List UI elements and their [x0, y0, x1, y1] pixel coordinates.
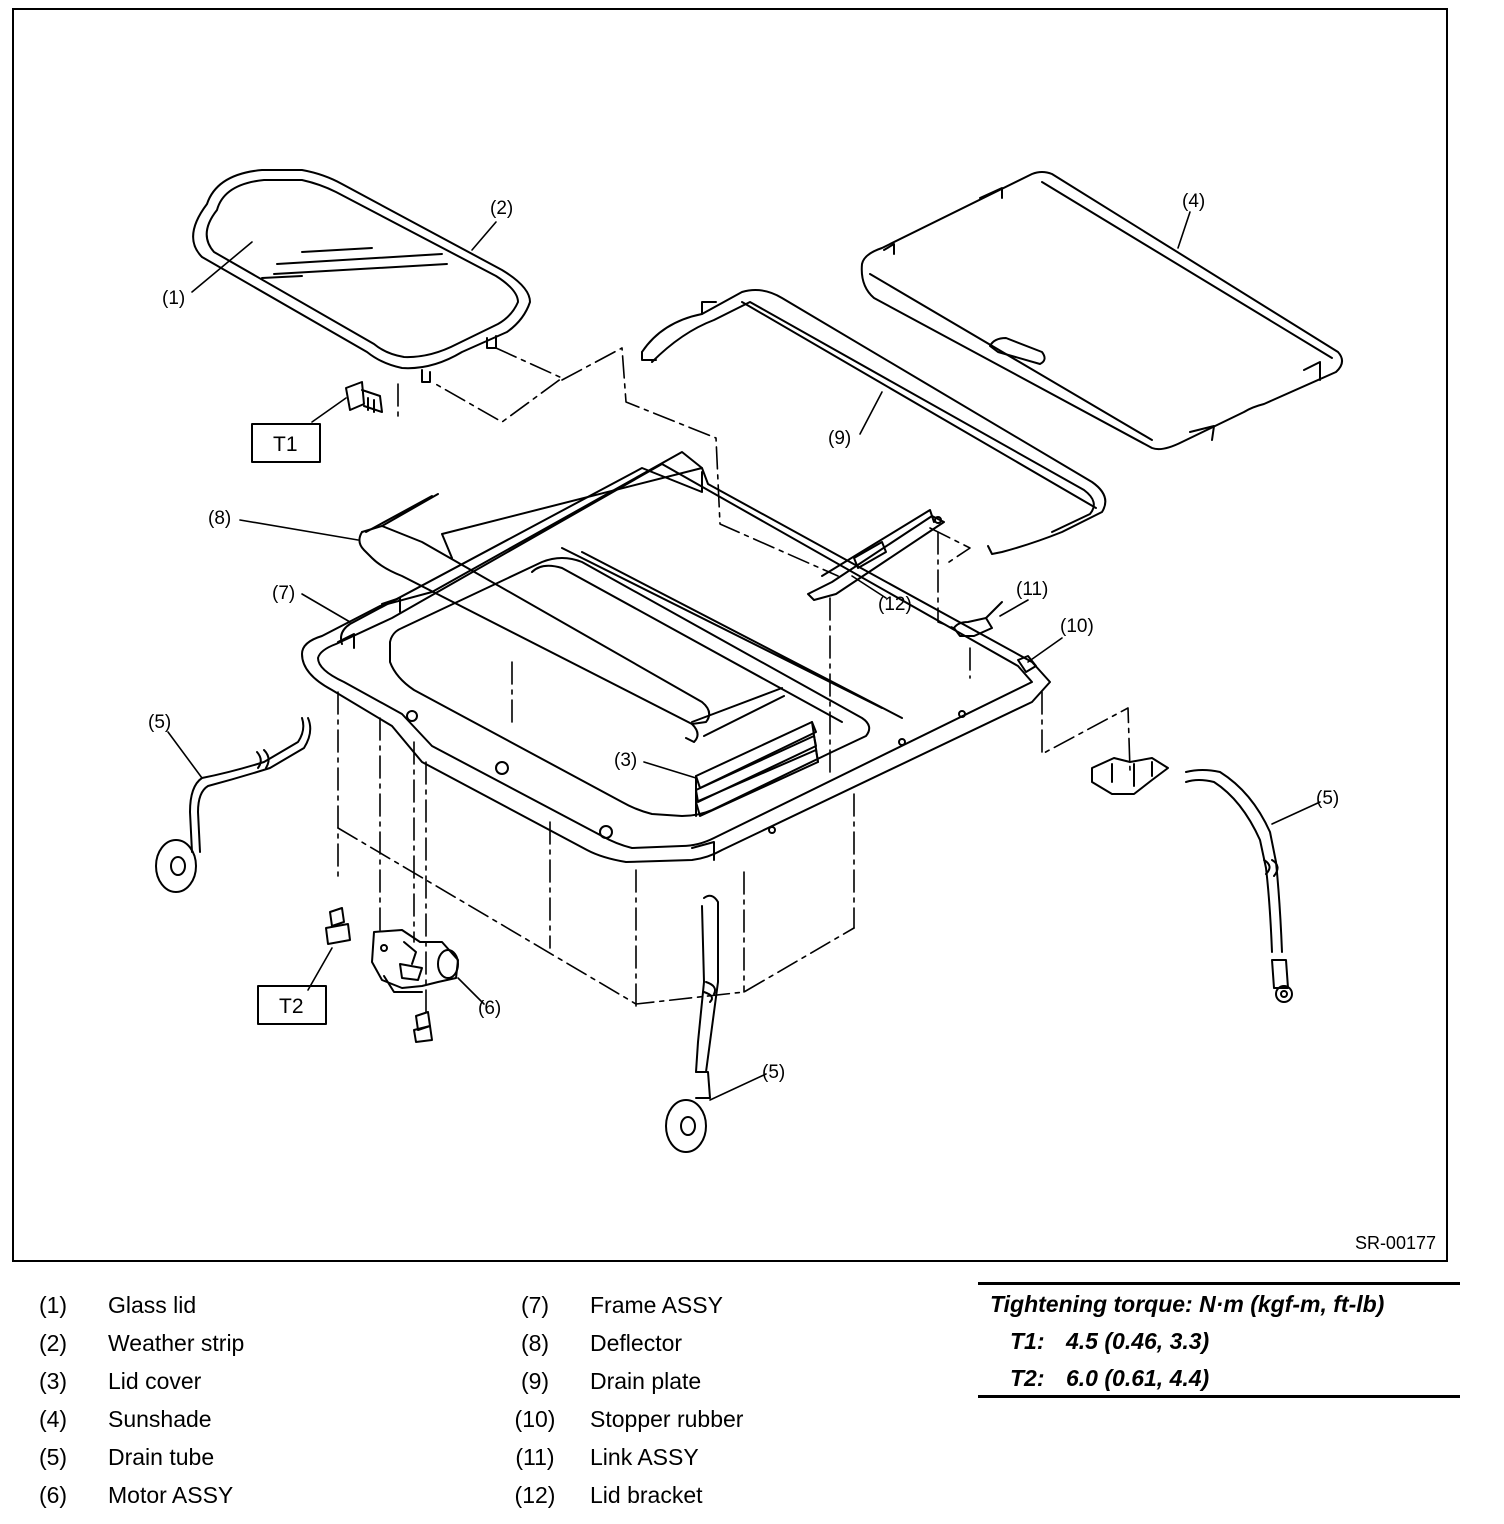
- legend-number: (10): [514, 1406, 556, 1432]
- legend-number: (3): [38, 1368, 68, 1394]
- callout-9: (9): [828, 428, 851, 449]
- legend-label: Frame ASSY: [590, 1292, 723, 1318]
- torque-value: 4.5 (0.46, 3.3): [1066, 1328, 1210, 1354]
- diagram-frame: (1) (2) (4) (9) (8) (7) (12) (11) (10) (…: [12, 8, 1448, 1262]
- callout-10: (10): [1060, 616, 1094, 637]
- torque-row: T1: 4.5 (0.46, 3.3): [1010, 1328, 1209, 1355]
- legend-number: (2): [38, 1330, 68, 1356]
- legend-left-column: (1) Glass lid (2) Weather strip (3) Lid cov…: [18, 1286, 458, 1514]
- legend-item: (12) Lid bracket: [500, 1476, 940, 1514]
- bolt-t2: [325, 907, 433, 1043]
- guide-bracket-part: [1091, 757, 1169, 795]
- legend-number: (11): [515, 1444, 555, 1470]
- frame-assy-part: [301, 451, 1051, 863]
- legend-label: Glass lid: [108, 1292, 197, 1318]
- torque-value: 6.0 (0.61, 4.4): [1066, 1365, 1210, 1391]
- legend-number: (6): [38, 1482, 68, 1508]
- drain-tube-right: [1185, 769, 1293, 1003]
- callout-5-left: (5): [148, 712, 171, 733]
- legend-item: (2) Weather strip: [18, 1324, 458, 1362]
- callout-8: (8): [208, 508, 231, 529]
- legend-item: (1) Glass lid: [18, 1286, 458, 1324]
- leader-dashes: [337, 347, 1131, 1013]
- t2-tag-box: [257, 985, 327, 1025]
- glass-lid-part: [192, 169, 531, 383]
- motor-assy-part: [371, 929, 459, 993]
- legend-item: (9) Drain plate: [500, 1362, 940, 1400]
- legend-item: (7) Frame ASSY: [500, 1286, 940, 1324]
- legend-item: (11) Link ASSY: [500, 1438, 940, 1476]
- legend-label: Deflector: [590, 1330, 683, 1356]
- callout-11: (11): [1016, 579, 1048, 600]
- legend-label: Lid cover: [108, 1368, 202, 1394]
- callout-1: (1): [162, 288, 185, 309]
- legend-label: Stopper rubber: [590, 1406, 744, 1432]
- drain-tube-bottom: [665, 894, 719, 1153]
- exploded-diagram: (1) (2) (4) (9) (8) (7) (12) (11) (10) (…: [148, 169, 1343, 1153]
- legend-label: Link ASSY: [590, 1444, 699, 1470]
- torque-key: T2:: [1010, 1365, 1045, 1391]
- callout-6: (6): [478, 998, 501, 1019]
- legend-number: (1): [38, 1292, 68, 1318]
- legend-number: (8): [520, 1330, 550, 1356]
- legend-label: Lid bracket: [590, 1482, 703, 1508]
- legend-number: (9): [520, 1368, 550, 1394]
- legend-number: (5): [38, 1444, 68, 1470]
- legend-item: (3) Lid cover: [18, 1362, 458, 1400]
- callout-7: (7): [272, 583, 295, 604]
- t1-tag-box: [251, 423, 321, 463]
- drain-tube-left: [155, 717, 312, 893]
- legend-item: (8) Deflector: [500, 1324, 940, 1362]
- lid-bracket-part: [807, 509, 945, 601]
- torque-title: Tightening torque: N·m (kgf-m, ft-lb): [990, 1291, 1385, 1317]
- diagram-code: SR-00177: [1354, 1233, 1436, 1253]
- callout-5-bottom: (5): [762, 1062, 785, 1083]
- callout-12: (12): [878, 594, 912, 615]
- torque-key: T1:: [1010, 1328, 1045, 1354]
- legend-right-column: (7) Frame ASSY (8) Deflector (9) Drain plat…: [500, 1286, 940, 1514]
- legend-label: Drain tube: [108, 1444, 215, 1470]
- legend-item: (6) Motor ASSY: [18, 1476, 458, 1514]
- legend-item: (4) Sunshade: [18, 1400, 458, 1438]
- legend-label: Sunshade: [108, 1406, 212, 1432]
- callout-4: (4): [1182, 191, 1205, 212]
- drain-plate-part: [641, 289, 1107, 555]
- legend-label: Weather strip: [108, 1330, 245, 1356]
- stopper-rubber-part: [1017, 655, 1037, 673]
- legend-number: (7): [520, 1292, 550, 1318]
- legend-item: (5) Drain tube: [18, 1438, 458, 1476]
- legend-label: Drain plate: [590, 1368, 702, 1394]
- link-assy-part: [953, 601, 1003, 637]
- legend-number: (4): [38, 1406, 68, 1432]
- t2-tag: T2: [279, 995, 304, 1018]
- deflector-part: [358, 493, 785, 743]
- legend-item: (10) Stopper rubber: [500, 1400, 940, 1438]
- torque-row: T2: 6.0 (0.61, 4.4): [1010, 1365, 1209, 1392]
- sunshade-part: [860, 171, 1343, 451]
- callout-2: (2): [490, 198, 513, 219]
- bolt-t1: [345, 381, 383, 413]
- lid-cover-part: [695, 721, 819, 817]
- t1-tag: T1: [273, 433, 298, 456]
- callout-leaders: [167, 211, 1321, 1101]
- torque-table: Tightening torque: N·m (kgf-m, ft-lb) T1…: [978, 1282, 1460, 1398]
- callout-3: (3): [614, 750, 637, 771]
- legend-label: Motor ASSY: [108, 1482, 234, 1508]
- legend-number: (12): [514, 1482, 556, 1508]
- callout-5-right: (5): [1316, 788, 1339, 809]
